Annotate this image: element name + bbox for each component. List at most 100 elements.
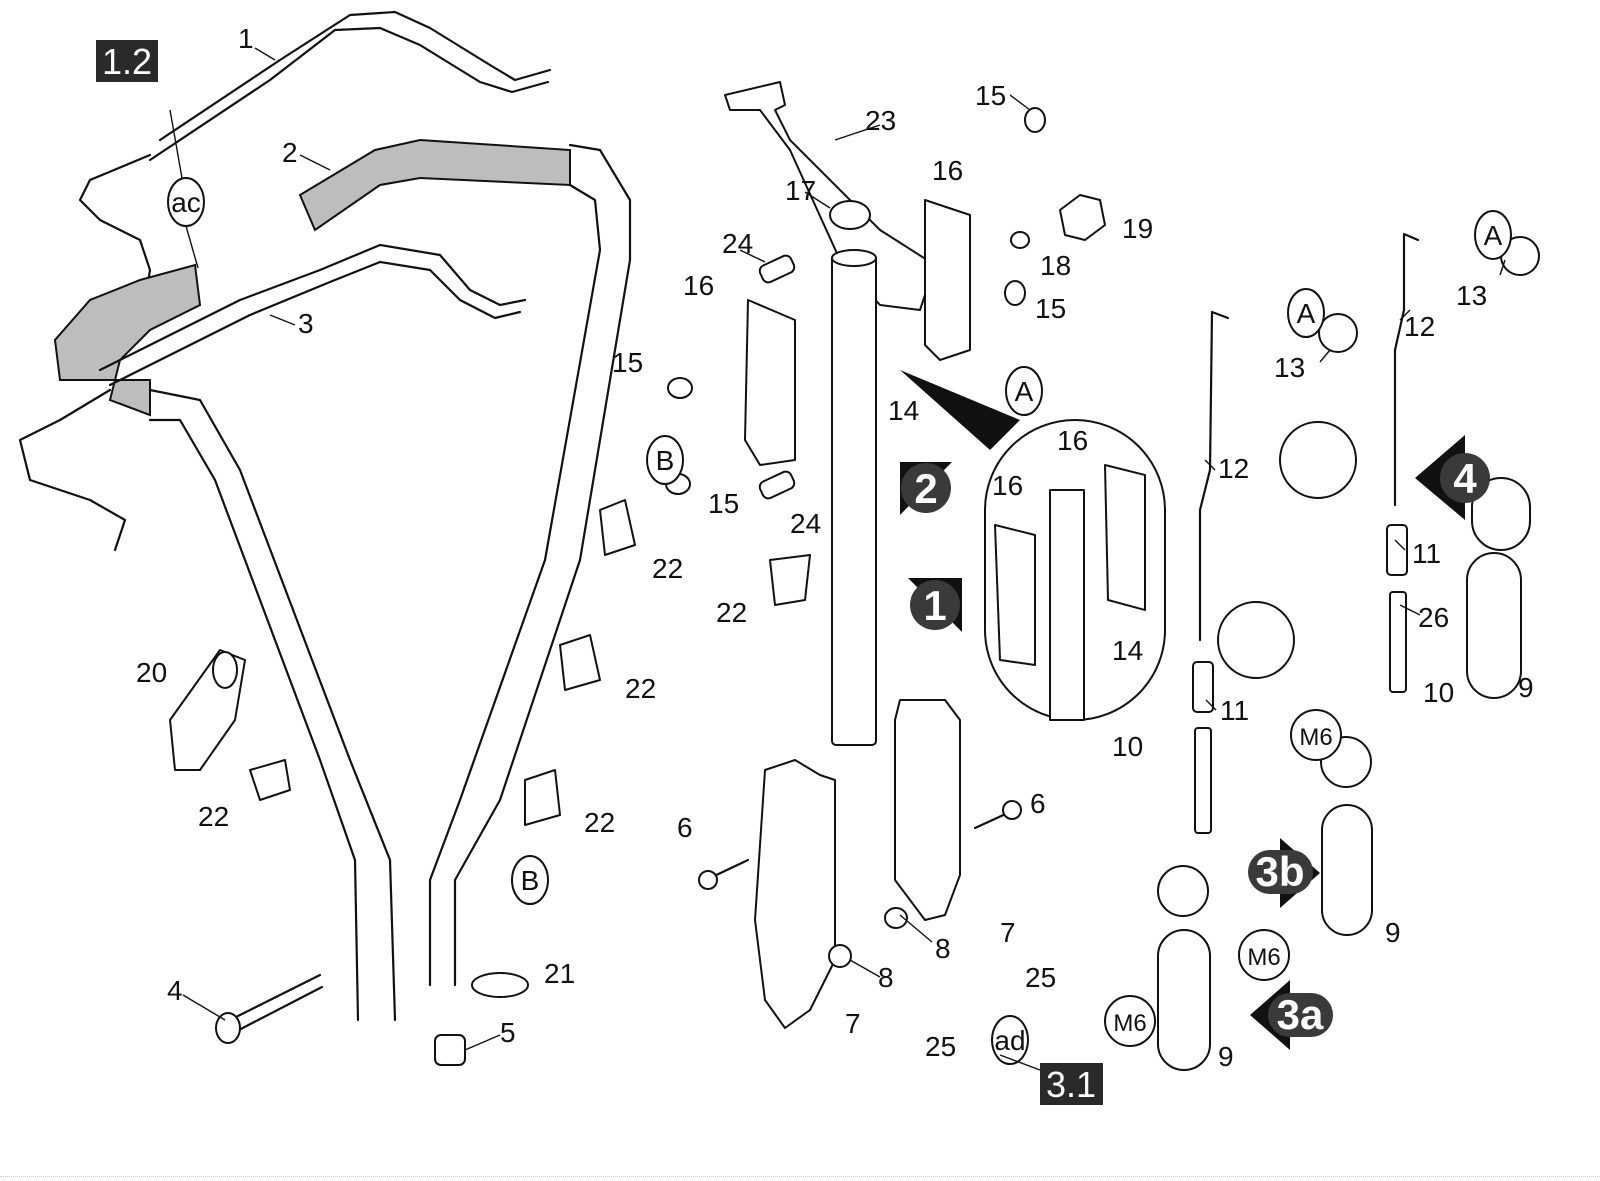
- callout: 11: [1412, 538, 1441, 569]
- ref-circle-m6: M6 M6 M6: [1104, 709, 1342, 1047]
- callout: 23: [865, 105, 896, 136]
- callout: 8: [935, 933, 951, 964]
- callout: 25: [925, 1031, 956, 1062]
- bushing-part-8: [828, 907, 908, 968]
- fork-bracket-right: [894, 699, 961, 921]
- clip-part-22: [249, 499, 811, 826]
- cap-part-17: [829, 200, 871, 230]
- svg-text:A: A: [1015, 376, 1034, 407]
- guide-rail-part-16: [744, 199, 971, 466]
- callout: 10: [1423, 677, 1454, 708]
- svg-text:M6: M6: [1113, 1010, 1146, 1037]
- washer-part-18: [1010, 231, 1030, 249]
- step-label: 1: [923, 582, 946, 629]
- callout: 25: [1025, 962, 1056, 993]
- callout: 17: [785, 175, 816, 206]
- section-box-label: 3.1: [1046, 1064, 1096, 1105]
- callout: 21: [544, 958, 575, 989]
- ball-part-13: [1318, 236, 1540, 353]
- callout: 2: [282, 137, 298, 168]
- bolt-part-4: [215, 973, 324, 1044]
- rod-part-12: [1198, 232, 1420, 642]
- hook-part-20: [169, 649, 246, 771]
- callout: 9: [1385, 917, 1401, 948]
- callout: 12: [1404, 311, 1435, 342]
- callout: 8: [878, 962, 894, 993]
- callout: 7: [845, 1008, 861, 1039]
- step-label: 2: [914, 465, 937, 512]
- callout: 15: [975, 80, 1006, 111]
- callout: 22: [716, 597, 747, 628]
- step-marker-3b: 3b: [1248, 838, 1320, 908]
- callout: 15: [1035, 293, 1066, 324]
- detail-bubble-tube-rails: [900, 370, 1166, 721]
- callout: 26: [1418, 602, 1449, 633]
- callout: 22: [625, 673, 656, 704]
- step-label: 4: [1453, 455, 1477, 502]
- callout: 5: [500, 1017, 516, 1048]
- svg-text:ad: ad: [994, 1025, 1025, 1056]
- callout: 16: [992, 470, 1023, 501]
- ref-circle-a: A A A: [1005, 210, 1512, 416]
- callout: 9: [1218, 1041, 1234, 1072]
- screw-part-6: [698, 800, 1022, 890]
- ref-circle-ad: ad: [991, 1015, 1029, 1065]
- callout: 10: [1112, 731, 1143, 762]
- callout: 16: [683, 270, 714, 301]
- callout: 20: [136, 657, 167, 688]
- callout: 4: [167, 975, 183, 1006]
- callout: 22: [198, 801, 229, 832]
- svg-text:M6: M6: [1299, 724, 1332, 751]
- part-callouts: 1 2 3 4 5 6 6 7 7 8 8 9 9 9 10 10 11 11 …: [136, 23, 1534, 1072]
- spring-part-11: [1192, 524, 1408, 713]
- handle-frame: [18, 143, 632, 1022]
- fork-bracket-left: [754, 759, 836, 1029]
- callout: 22: [652, 553, 683, 584]
- callout: 1: [238, 23, 254, 54]
- step-label: 3b: [1255, 848, 1304, 895]
- clip-part-21: [471, 972, 529, 998]
- step-label: 3a: [1277, 991, 1324, 1038]
- step-marker-4: 4: [1415, 435, 1490, 520]
- pin-part-24: [758, 254, 796, 500]
- callout: 18: [1040, 250, 1071, 281]
- pin-part-10: [1194, 591, 1407, 834]
- svg-text:B: B: [521, 865, 540, 896]
- callout: 24: [790, 508, 821, 539]
- callout: 22: [584, 807, 615, 838]
- svg-text:ac: ac: [171, 187, 201, 218]
- section-box-label: 1.2: [102, 41, 152, 82]
- leader-lines: [182, 47, 1506, 1071]
- callout: 6: [677, 812, 693, 843]
- svg-text:A: A: [1297, 298, 1316, 329]
- section-box-1-2[interactable]: 1.2: [96, 40, 158, 82]
- knob-part-19: [1059, 194, 1106, 241]
- svg-text:A: A: [1484, 220, 1503, 251]
- step-marker-1: 1: [908, 578, 962, 632]
- callout: 6: [1030, 788, 1046, 819]
- callout: 14: [888, 395, 919, 426]
- svg-text:B: B: [656, 445, 675, 476]
- callout: 16: [1057, 425, 1088, 456]
- callout: 13: [1274, 352, 1305, 383]
- plug-part-5: [434, 1034, 466, 1066]
- callout: 14: [1112, 635, 1143, 666]
- section-box-3-1[interactable]: 3.1: [1040, 1063, 1103, 1105]
- ref-circle-ac: ac: [167, 109, 205, 269]
- callout: 9: [1518, 672, 1534, 703]
- ref-circle-b: B B: [511, 435, 684, 905]
- step-marker-3a: 3a: [1250, 980, 1333, 1050]
- callout: 15: [708, 488, 739, 519]
- callout: 19: [1122, 213, 1153, 244]
- step-marker-2: 2: [900, 462, 952, 515]
- callout: 7: [1000, 917, 1016, 948]
- callout: 16: [932, 155, 963, 186]
- callout: 3: [298, 308, 314, 339]
- svg-text:M6: M6: [1247, 944, 1280, 971]
- detail-ovals: [1157, 421, 1531, 1071]
- latch-lever-part-23: [724, 81, 936, 311]
- tube-part-14: [831, 249, 877, 746]
- callout: 13: [1456, 280, 1487, 311]
- footer-divider: [0, 1176, 1600, 1177]
